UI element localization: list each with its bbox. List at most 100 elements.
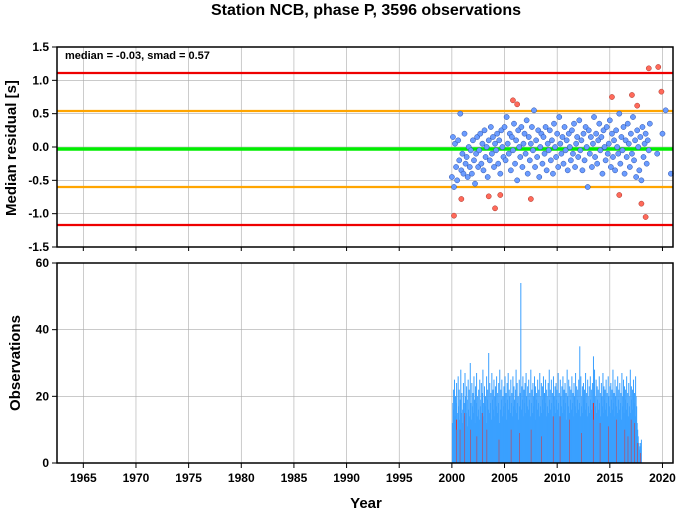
observation-bar [570,409,572,463]
observation-bar [566,419,568,463]
outlier-observation-bar [519,433,521,463]
observation-bar [469,363,471,463]
observation-bar [532,383,534,463]
observation-bar [536,409,538,463]
outlier-observation-bar [581,433,583,463]
residual-point [466,164,473,170]
observation-bar [577,409,579,463]
observation-bar [517,396,519,463]
residual-point [630,114,636,120]
observation-bar [479,379,481,463]
observation-bar [475,403,477,463]
outlier-observation-bar [498,439,500,463]
residual-point [566,144,573,150]
observation-bar [496,376,498,463]
outlier-observation-bar [530,429,532,463]
observation-bar [526,396,528,463]
observation-bar [485,423,487,463]
observation-bar [457,413,459,463]
observation-bar [545,416,547,463]
residual-point [631,157,637,164]
residual-outlier-point [638,200,645,207]
residual-point [605,140,612,147]
observation-bar [582,413,584,463]
residual-point [478,160,485,167]
residual-outlier-point [485,193,492,200]
observation-bar [568,413,570,463]
residual-point [615,150,622,157]
residual-point [601,144,608,150]
observation-bar [624,386,626,463]
observation-bar [493,379,495,463]
residual-point [602,157,609,164]
residual-point [580,130,587,137]
residual-point [594,160,601,167]
residual-point [611,137,617,144]
x-tick-label: 1990 [333,471,360,485]
observation-bar [614,379,616,463]
observation-bar [481,413,483,463]
observation-bar [467,399,469,463]
observation-bar [489,403,491,463]
residual-point [577,147,584,154]
residual-point [471,157,477,164]
residual-point [502,157,509,164]
residual-point [516,144,523,150]
observation-bar [582,383,584,463]
residual-point [523,117,530,124]
observation-bar [505,393,507,463]
observation-bar [458,406,460,463]
residual-point [603,124,610,130]
residual-outlier-point [616,192,623,198]
observation-bar [598,376,600,463]
residual-point [470,137,476,144]
observation-bar [548,369,550,463]
observation-bar [508,409,510,463]
observation-bar [561,413,563,463]
observation-bar [607,376,609,463]
residual-point [581,157,588,164]
observation-bar [512,406,514,463]
residual-outlier-point [510,97,516,104]
residual-point [522,150,529,157]
residual-point [597,147,604,154]
residual-point [456,157,463,164]
observation-bar [482,403,484,463]
residual-outlier-point [658,88,665,95]
observation-bar [488,413,490,463]
residual-point [512,160,518,167]
observation-bar [529,416,531,463]
observation-bar [451,423,453,463]
observation-bar [558,393,560,463]
residual-point [554,130,561,137]
observation-bar [510,379,512,463]
observation-bar [478,389,480,463]
residual-point [518,124,525,130]
residual-outlier-point [514,101,521,108]
observation-bar [541,386,543,463]
observation-bar [461,393,463,463]
observation-bar [527,386,529,463]
residual-point [654,150,661,157]
observation-bar [456,429,458,463]
observation-bar [583,399,585,463]
observation-bar [600,416,602,463]
observation-bar [597,389,599,463]
observation-bar [596,386,598,463]
observation-bar [477,409,479,463]
observation-bar [565,403,567,463]
observation-bar [492,409,494,463]
residual-point [610,154,616,160]
residual-point [486,157,493,164]
observation-bar [457,376,459,463]
observation-bar [468,389,470,463]
observation-bar [497,393,499,463]
residual-y-tick-label: 1.5 [32,40,49,54]
residual-point [531,107,537,114]
observation-bar [587,396,589,463]
residual-point [529,124,535,130]
observation-bar [465,413,467,463]
residual-point [490,134,496,140]
residual-point [584,184,591,190]
residual-point [519,164,526,170]
